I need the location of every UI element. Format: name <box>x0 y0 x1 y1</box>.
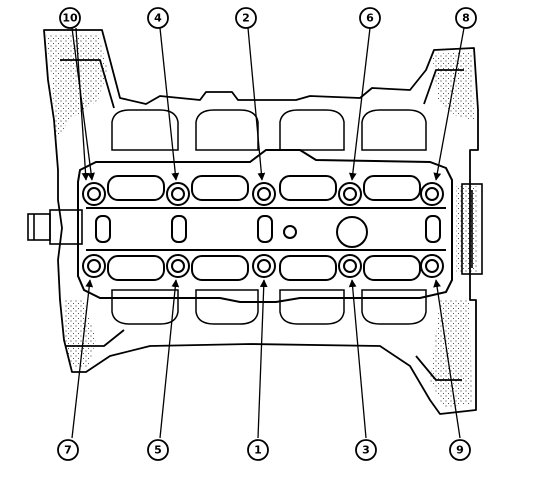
bolt-8 <box>420 182 444 206</box>
callout-3-label: 3 <box>362 444 370 457</box>
bolt-7 <box>82 254 106 278</box>
callout-2-label: 2 <box>242 12 250 25</box>
callout-7: 7 <box>57 439 79 461</box>
callout-10: 10 <box>59 7 81 29</box>
callout-5: 5 <box>147 439 169 461</box>
bolt-2 <box>252 182 276 206</box>
right-end-plate <box>461 183 483 275</box>
bolt-5 <box>166 254 190 278</box>
leader-lines <box>71 27 465 439</box>
callout-2: 2 <box>235 7 257 29</box>
callout-3: 3 <box>355 439 377 461</box>
callout-6-label: 6 <box>366 12 374 25</box>
callout-8-label: 8 <box>462 12 470 25</box>
main-bearing-bridge <box>77 149 453 303</box>
callout-4: 4 <box>147 7 169 29</box>
callout-8: 8 <box>455 7 477 29</box>
callouts: 10 4 2 6 8 7 5 1 <box>57 7 477 461</box>
callout-9: 9 <box>449 439 471 461</box>
bolt-9 <box>420 254 444 278</box>
callout-6: 6 <box>359 7 381 29</box>
bolt-10 <box>82 182 106 206</box>
callout-9-label: 9 <box>456 444 464 457</box>
callout-7-label: 7 <box>64 444 72 457</box>
stipple-shading <box>46 34 478 408</box>
callout-4-label: 4 <box>154 12 162 25</box>
callout-1-label: 1 <box>254 444 262 457</box>
callout-5-label: 5 <box>154 444 162 457</box>
bolt-6 <box>338 182 362 206</box>
bolt-3 <box>338 254 362 278</box>
callout-10-label: 10 <box>62 12 78 25</box>
cylinder-bores <box>111 109 427 325</box>
callout-1: 1 <box>247 439 269 461</box>
crankshaft-nose <box>27 209 83 245</box>
bolts <box>82 182 444 278</box>
bolt-1 <box>252 254 276 278</box>
bolt-4 <box>166 182 190 206</box>
